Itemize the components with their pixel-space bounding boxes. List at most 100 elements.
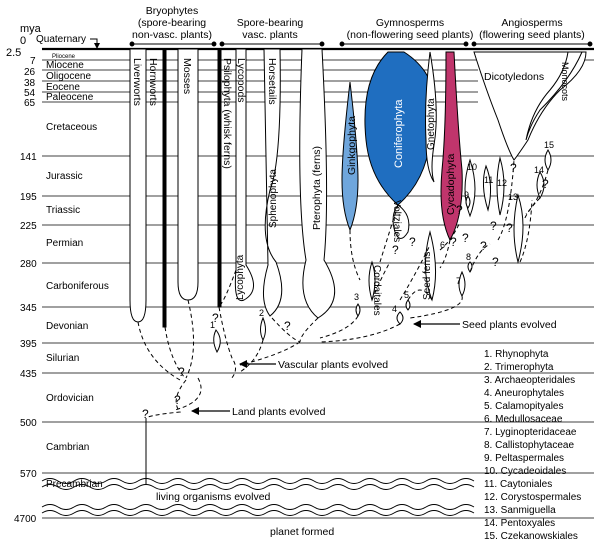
taxon-voltziales: Voltziales xyxy=(391,200,402,242)
taxon-hornworts: Hornworts xyxy=(147,58,159,106)
legend-item: 12. Corystospermales xyxy=(484,492,581,503)
question-mark: ? xyxy=(492,255,499,269)
lineage-8 xyxy=(467,261,473,273)
taxon-monocots: Monocots xyxy=(560,62,570,102)
period-jurassic: Jurassic xyxy=(46,171,83,182)
tick: 141 xyxy=(20,152,37,163)
legend-item: 1. Rhynophyta xyxy=(484,349,549,360)
tick-zero: 0 xyxy=(20,35,26,47)
period-quaternary: Quaternary xyxy=(36,34,86,45)
lineage-3 xyxy=(355,303,361,317)
horsetails-shape xyxy=(263,48,283,317)
legend-item: 14. Pentoxyales xyxy=(484,518,555,529)
lineage-number: 13 xyxy=(508,192,518,202)
taxon-lycophyta: Lycophyta xyxy=(235,254,246,300)
event-arrows xyxy=(191,320,460,415)
group-headers: Bryophytes (spore-bearing non-vasc. plan… xyxy=(132,5,585,41)
group-bryophytes-sub2: non-vasc. plants) xyxy=(132,29,212,41)
taxon-dicotyledons: Dicotyledons xyxy=(484,71,544,83)
period-silurian: Silurian xyxy=(46,353,79,364)
period-oligocene: Oligocene xyxy=(46,71,91,82)
lineage-13 xyxy=(513,193,524,264)
vascular-spore-lineages xyxy=(213,48,336,354)
lineage-1 xyxy=(213,329,221,354)
group-gymnosperms-title: Gymnosperms xyxy=(376,17,444,29)
tick: 500 xyxy=(20,418,37,429)
taxon-ginkgophyta: Ginkgophyta xyxy=(346,116,358,175)
lineage-number: 4 xyxy=(392,304,397,314)
event-planet-formed: planet formed xyxy=(270,526,334,538)
lycopods-shape xyxy=(234,48,254,302)
taxon-mosses: Mosses xyxy=(181,58,193,94)
question-mark: ? xyxy=(174,393,181,407)
angiosperm-lineages xyxy=(355,51,587,325)
taxon-gnetophyta: Gnetophyta xyxy=(426,98,437,150)
legend-item: 2. Trimerophyta xyxy=(484,362,554,373)
question-mark: ? xyxy=(480,239,487,253)
question-mark: ? xyxy=(490,219,497,233)
lineage-numbers: 1 2 3 4 5 6 7 8 9 10 11 12 13 14 15 xyxy=(210,140,554,330)
lineage-number: 7 xyxy=(456,276,461,286)
taxon-psilophyta: Psilophyta (whisk ferns) xyxy=(221,58,233,169)
question-mark: ? xyxy=(212,311,219,325)
lineage-number: 6 xyxy=(440,240,445,250)
legend-item: 15. Czekanowskiales xyxy=(484,531,578,540)
lineage-12 xyxy=(496,156,505,216)
lineage-number: 9 xyxy=(464,190,469,200)
lineage-number: 12 xyxy=(497,178,507,188)
gymnosperm-lineages xyxy=(341,51,463,302)
tick: 54 xyxy=(24,88,36,99)
tick: 26 xyxy=(24,67,36,78)
period-cambrian: Cambrian xyxy=(46,442,89,453)
precambrian-wavy-lines xyxy=(41,478,475,516)
lineage-2 xyxy=(260,316,266,342)
period-paleocene: Paleocene xyxy=(46,92,94,103)
taxon-lycopods: Lycopods xyxy=(235,58,247,103)
taxon-pterophyta: Pterophyta (ferns) xyxy=(311,146,323,230)
lineage-9 xyxy=(465,195,471,209)
period-devonian: Devonian xyxy=(46,321,88,332)
group-angiosperms-title: Angiosperms xyxy=(501,17,562,29)
taxon-horsetails: Horsetails xyxy=(266,58,278,105)
tick: 65 xyxy=(24,98,36,109)
lineage-number: 5 xyxy=(404,290,409,300)
taxon-sphenophyta: Sphenophyta xyxy=(268,169,279,228)
period-ordovician: Ordovician xyxy=(46,393,94,404)
taxon-seed-ferns: Seed ferns xyxy=(422,252,433,300)
question-mark: ? xyxy=(178,365,185,379)
tick: 435 xyxy=(20,369,37,380)
tick: 280 xyxy=(20,259,37,270)
tick: 4700 xyxy=(14,514,37,525)
question-mark: ? xyxy=(142,407,149,421)
period-cretaceous: Cretaceous xyxy=(46,122,97,133)
tick-start: 2.5 xyxy=(6,47,21,59)
legend-item: 6. Medullosaceae xyxy=(484,414,563,425)
taxon-cycadophyta: Cycadophyta xyxy=(445,154,457,215)
lineage-4 xyxy=(396,311,404,325)
event-labels: Seed plants evolved Vascular plants evol… xyxy=(156,319,557,538)
pterophyta-shape xyxy=(299,48,336,319)
period-miocene: Miocene xyxy=(46,60,84,71)
question-mark: ? xyxy=(392,243,399,257)
period-triassic: Triassic xyxy=(46,205,80,216)
group-bryophytes-title: Bryophytes xyxy=(146,5,199,17)
voltziales-shape xyxy=(392,204,410,239)
question-mark: ? xyxy=(506,221,513,235)
question-mark: ? xyxy=(450,235,457,249)
legend: 1. Rhynophyta 2. Trimerophyta 3. Archaeo… xyxy=(484,349,581,540)
legend-item: 11. Caytoniales xyxy=(484,479,552,490)
lineage-number: 3 xyxy=(354,292,359,302)
event-seed-plants: Seed plants evolved xyxy=(462,319,557,331)
hornworts-bar xyxy=(162,48,167,328)
lineage-number: 2 xyxy=(259,308,264,318)
group-angiosperms-sub: (flowering seed plants) xyxy=(479,29,585,41)
lineage-number: 1 xyxy=(210,320,215,330)
event-living-organisms: living organisms evolved xyxy=(156,491,271,503)
legend-item: 7. Lyginopteridaceae xyxy=(484,427,577,438)
group-gymnosperms-sub: (non-flowering seed plants) xyxy=(347,29,474,41)
question-mark: ? xyxy=(462,231,469,245)
group-bryophytes-sub1: (spore-bearing xyxy=(138,17,206,29)
lineage-number: 10 xyxy=(467,162,477,172)
mya-label: mya xyxy=(20,23,42,35)
